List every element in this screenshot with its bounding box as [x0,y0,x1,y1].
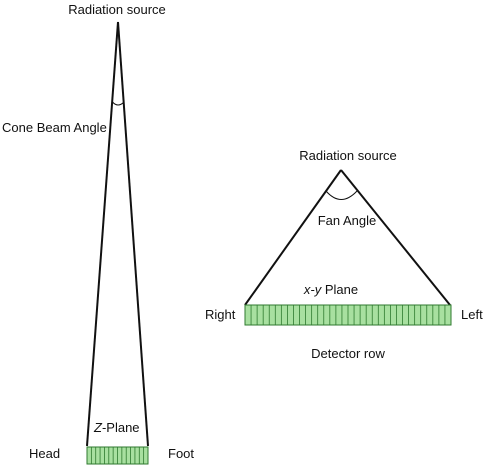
cone-beam-view: Radiation source Cone Beam Angle Z-Plane… [2,2,194,465]
z-plane-label-italic: Z [93,420,103,435]
cone-source-label: Radiation source [68,2,166,17]
cone-beam-angle-label: Cone Beam Angle [2,120,107,135]
right-label: Right [205,307,236,322]
z-plane-label-rest: -Plane [102,420,140,435]
fan-beam-right-edge [340,169,451,306]
fan-source-label: Radiation source [299,148,397,163]
xy-plane-label-rest: Plane [321,282,358,297]
fan-detector-row [244,304,452,326]
fan-angle-arc [325,190,358,200]
head-label: Head [29,446,60,461]
fan-angle-label: Fan Angle [318,213,377,228]
xy-plane-label: x-y Plane [303,282,358,297]
left-label: Left [461,307,483,322]
cone-beam-angle-arc [112,101,125,106]
cone-detector-strip [86,446,149,465]
z-plane-label: Z-Plane [93,420,140,435]
fan-beam-view: Radiation source Fan Angle x-y Plane Rig… [205,148,483,361]
detector-row-label: Detector row [311,346,385,361]
foot-label: Foot [168,446,194,461]
cone-beam-left-edge [86,21,119,447]
fan-beam-left-edge [244,169,342,306]
cone-beam-right-edge [117,21,149,447]
xy-plane-label-italic: x-y [303,282,323,297]
